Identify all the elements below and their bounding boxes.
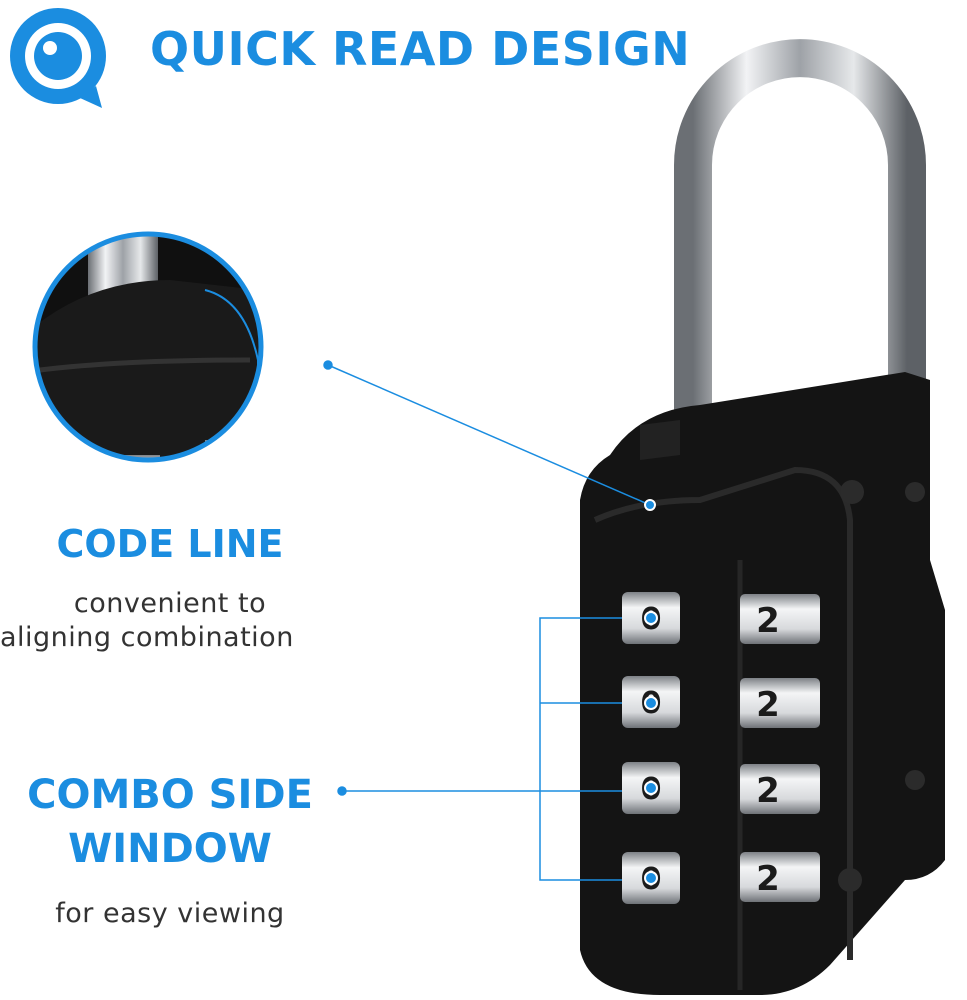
combo-window-title-line-2: WINDOW (68, 826, 272, 872)
combo-window-title-line-1: COMBO SIDE (27, 772, 313, 818)
svg-text:2: 2 (756, 685, 780, 725)
code-line-zoom-circle: 0 (32, 231, 264, 475)
combo-window-description: for easy viewing (55, 898, 285, 929)
page-title: QUICK READ DESIGN (150, 22, 691, 76)
svg-text:2: 2 (756, 859, 780, 899)
lock-shackle (674, 39, 926, 479)
eye-logo-icon (10, 8, 106, 108)
code-line-title: CODE LINE (56, 522, 284, 566)
code-line-description-line-2: aligning combination (0, 622, 294, 653)
svg-text:2: 2 (756, 771, 780, 811)
front-wheels: 2 2 2 2 (740, 594, 820, 902)
combo-window-callout (337, 617, 622, 881)
code-line-callout (323, 360, 656, 511)
side-wheels: 0 0 0 0 (622, 592, 680, 904)
code-line-description-line-1: convenient to (73, 588, 267, 619)
svg-text:2: 2 (756, 601, 780, 641)
svg-text:0: 0 (220, 445, 238, 475)
